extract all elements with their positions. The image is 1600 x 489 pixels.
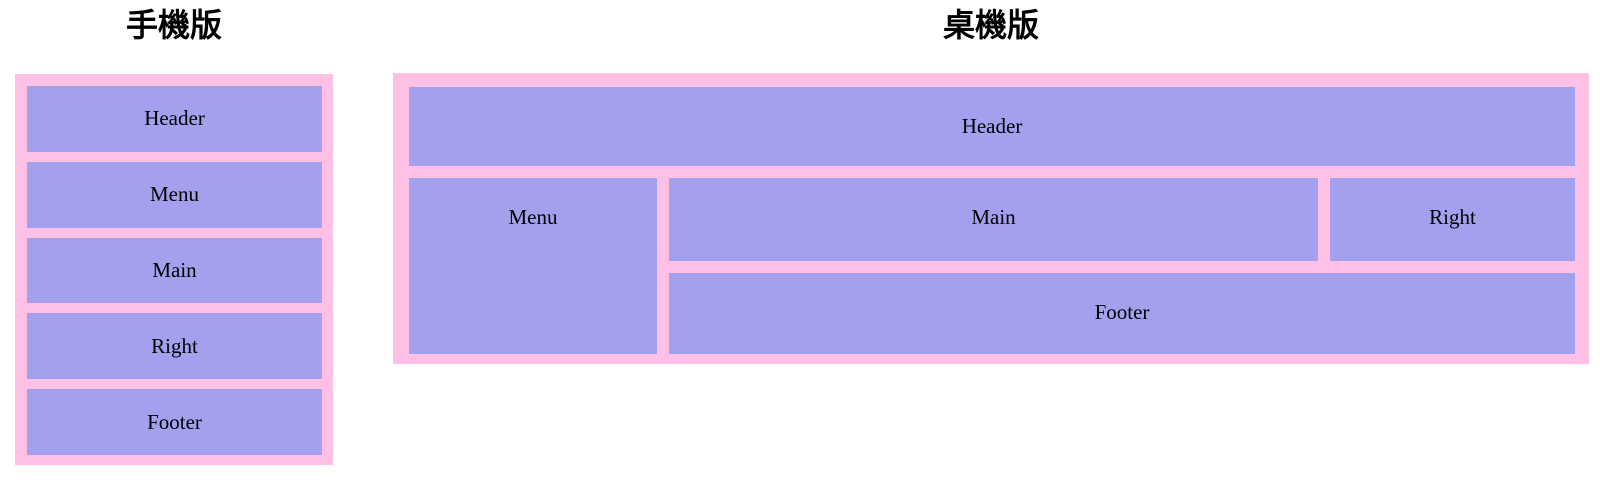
desktop-layout-container: Header Menu Main Right Footer <box>393 73 1589 364</box>
mobile-layout-container: Header Menu Main Right Footer <box>15 74 333 465</box>
desktop-menu-box: Menu <box>409 178 657 354</box>
desktop-right-box: Right <box>1330 178 1575 261</box>
mobile-section-title: 手機版 <box>125 7 222 43</box>
mobile-header-box: Header <box>27 86 322 152</box>
desktop-section-title: 桌機版 <box>942 7 1039 43</box>
mobile-menu-box: Menu <box>27 161 322 228</box>
mobile-footer-box: Footer <box>27 389 322 455</box>
desktop-main-box: Main <box>669 178 1318 261</box>
mobile-right-box: Right <box>27 313 322 380</box>
desktop-footer-box: Footer <box>669 273 1575 354</box>
desktop-header-box: Header <box>409 87 1575 166</box>
mobile-main-box: Main <box>27 237 322 304</box>
